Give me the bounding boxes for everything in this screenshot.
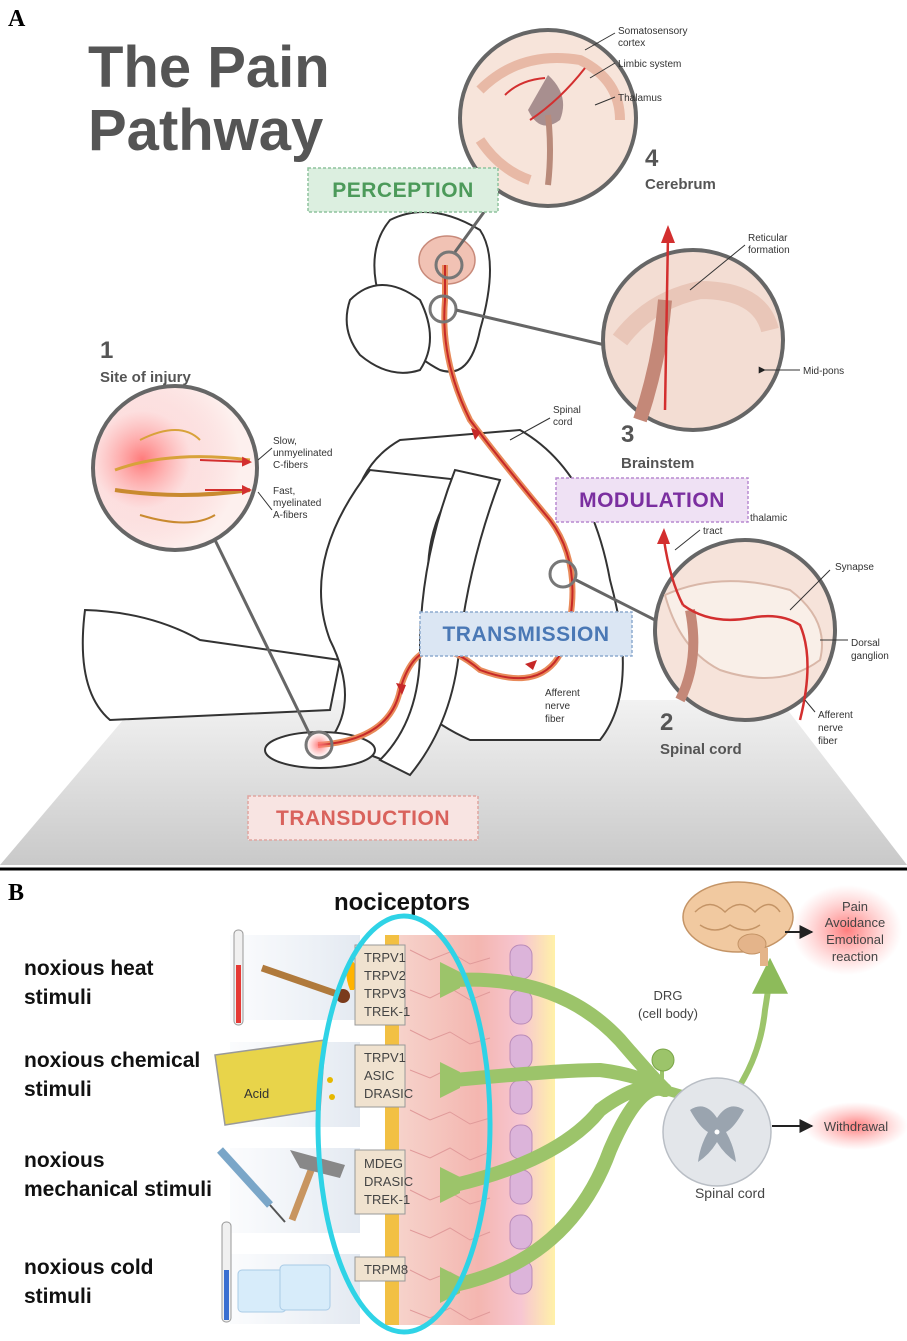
label-fast-2: myelinated	[273, 498, 321, 509]
label-afferent-left-3: fiber	[545, 714, 565, 725]
label-dorsal-2: ganglion	[851, 651, 889, 662]
label-somatosensory-2: cortex	[618, 38, 645, 49]
label-slow-2: unmyelinated	[273, 448, 332, 459]
label-fast-1: Fast,	[273, 486, 295, 497]
spinal-cord-cross-section	[663, 1078, 771, 1186]
channel-mechanical-2: DRASIC	[364, 1174, 413, 1189]
label-afferent-right-2: nerve	[818, 723, 843, 734]
panel-a-label: A	[8, 6, 26, 32]
stimulus-cold-line1: noxious cold	[24, 1256, 154, 1279]
thermometer-cold-icon	[222, 1222, 231, 1322]
label-fast-3: A-fibers	[273, 510, 307, 521]
site-2-name: Spinal cord	[660, 741, 742, 758]
stage-modulation: MODULATION	[579, 489, 725, 512]
site-1-number: 1	[100, 337, 113, 364]
site-4-number: 4	[645, 145, 659, 172]
stimulus-mechanical-line2: mechanical stimuli	[24, 1178, 212, 1201]
label-thalamus: Thalamus	[618, 93, 662, 104]
channel-chemical-3: DRASIC	[364, 1086, 413, 1101]
stimulus-chemical-line1: noxious chemical	[24, 1049, 200, 1072]
label-slow-3: C-fibers	[273, 460, 308, 471]
label-somatosensory-1: Somatosensory	[618, 26, 687, 37]
drg-cell-body	[652, 1049, 674, 1071]
stage-transduction: TRANSDUCTION	[276, 807, 450, 830]
outcome-emotional: Emotional	[826, 932, 884, 947]
channel-heat-2: TRPV2	[364, 968, 406, 983]
panel-b-label: B	[8, 880, 24, 906]
channel-box-cold: TRPM8	[355, 1257, 408, 1281]
label-reticular-2: formation	[748, 245, 790, 256]
site-3-number: 3	[621, 421, 634, 448]
stage-transmission: TRANSMISSION	[442, 623, 609, 646]
channel-chemical-1: TRPV1	[364, 1050, 406, 1065]
label-dorsal-1: Dorsal	[851, 638, 880, 649]
channel-heat-4: TREK-1	[364, 1004, 410, 1019]
label-afferent-left-1: Afferent	[545, 688, 580, 699]
zoom-marker-injury	[306, 732, 332, 758]
outcome-avoidance: Avoidance	[825, 915, 885, 930]
stimulus-heat-line1: noxious heat	[24, 957, 154, 980]
thalamic-line	[675, 530, 700, 550]
brain-icon	[683, 882, 793, 966]
channel-mechanical-3: TREK-1	[364, 1192, 410, 1207]
stimulus-cold-line2: stimuli	[24, 1285, 92, 1308]
channel-box-mechanical: MDEG DRASIC TREK-1	[355, 1150, 413, 1214]
outcome-withdrawal: Withdrawal	[824, 1119, 888, 1134]
panel-b: B nociceptors	[8, 880, 907, 1332]
drg-label-2: (cell body)	[638, 1006, 698, 1021]
label-spinal-1: Spinal	[553, 405, 581, 416]
outcome-reaction: reaction	[832, 949, 878, 964]
channel-cold-1: TRPM8	[364, 1262, 408, 1277]
acid-label: Acid	[244, 1086, 269, 1101]
channel-mechanical-1: MDEG	[364, 1156, 403, 1171]
thermometer-hot-icon	[234, 930, 243, 1025]
title-line-1: The Pain	[88, 35, 330, 100]
panel-a: A The Pain Pathway	[0, 6, 907, 865]
stimulus-heat-line2: stimuli	[24, 986, 92, 1009]
spinal-cord-zoom	[655, 528, 835, 720]
label-thalamic-2: tract	[703, 526, 723, 537]
label-reticular-1: Reticular	[748, 233, 788, 244]
fiber-labels: Slow, unmyelinated C-fibers Fast, myelin…	[258, 436, 332, 521]
stage-perception: PERCEPTION	[332, 179, 474, 202]
outcome-pain: Pain	[842, 899, 868, 914]
label-afferent-right-3: fiber	[818, 736, 838, 747]
spinal-cord-label: Spinal cord	[695, 1185, 765, 1201]
site-2-number: 2	[660, 709, 673, 736]
label-thalamic-1: thalamic	[750, 513, 787, 524]
channel-box-heat: TRPV1 TRPV2 TRPV3 TREK-1	[355, 945, 410, 1025]
site-1-name: Site of injury	[100, 369, 192, 386]
label-synapse: Synapse	[835, 562, 874, 573]
nociceptors-header: nociceptors	[334, 889, 470, 916]
channel-heat-1: TRPV1	[364, 950, 406, 965]
site-3-name: Brainstem	[621, 455, 694, 472]
channel-chemical-2: ASIC	[364, 1068, 394, 1083]
label-afferent-right-1: Afferent	[818, 710, 853, 721]
label-limbic: Limbic system	[618, 59, 681, 70]
label-afferent-left-2: nerve	[545, 701, 570, 712]
channel-box-chemical: TRPV1 ASIC DRASIC	[355, 1045, 413, 1107]
site-of-injury-zoom	[93, 386, 257, 550]
channel-heat-3: TRPV3	[364, 986, 406, 1001]
ice-cubes-icon	[238, 1265, 330, 1312]
title-line-2: Pathway	[88, 98, 323, 163]
stimulus-chemical-line2: stimuli	[24, 1078, 92, 1101]
label-slow-1: Slow,	[273, 436, 297, 447]
label-spinal-2: cord	[553, 417, 572, 428]
drg-label-1: DRG	[654, 988, 683, 1003]
label-midpons: Mid-pons	[803, 366, 844, 377]
stimulus-mechanical-line1: noxious	[24, 1149, 105, 1172]
site-4-name: Cerebrum	[645, 176, 716, 193]
